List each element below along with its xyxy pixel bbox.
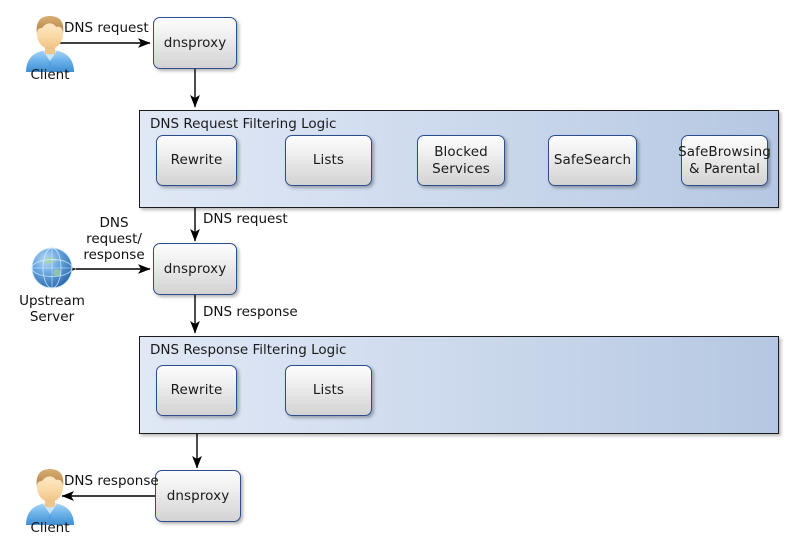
dnsproxy-middle-label: dnsproxy: [163, 260, 227, 277]
dnsproxy-bottom-label: dnsproxy: [166, 487, 230, 504]
request-stage-safebrowsing-parental-label: SafeBrowsing & Parental: [678, 144, 771, 177]
response-stage-rewrite-label: Rewrite: [170, 382, 223, 399]
edge-label-proxy-bottom-to-client: DNS response: [64, 473, 159, 489]
dns-request-filtering-title: DNS Request Filtering Logic: [150, 116, 337, 132]
client-top-avatar-icon: [26, 16, 74, 72]
client-top-label: Client: [30, 67, 70, 83]
dnsproxy-top-label: dnsproxy: [163, 34, 227, 51]
response-stage-lists[interactable]: Lists: [285, 365, 372, 416]
client-bottom-avatar-icon: [26, 469, 74, 525]
request-stage-safesearch[interactable]: SafeSearch: [548, 135, 637, 186]
upstream-globe-icon: [30, 246, 74, 290]
dnsproxy-bottom-node[interactable]: dnsproxy: [155, 470, 241, 522]
edge-label-request-group-to-proxy-middle: DNS request: [203, 211, 288, 227]
request-stage-safesearch-label: SafeSearch: [553, 152, 632, 169]
request-stage-lists-label: Lists: [312, 152, 345, 169]
response-stage-lists-label: Lists: [312, 382, 345, 399]
request-stage-rewrite[interactable]: Rewrite: [156, 135, 237, 186]
client-bottom-label: Client: [30, 520, 70, 536]
request-stage-lists[interactable]: Lists: [285, 135, 372, 186]
dns-response-filtering-group: DNS Response Filtering Logic: [139, 336, 779, 434]
dnsproxy-middle-node[interactable]: dnsproxy: [153, 243, 237, 295]
response-stage-rewrite[interactable]: Rewrite: [156, 365, 237, 416]
dnsproxy-top-node[interactable]: dnsproxy: [153, 17, 237, 69]
edge-label-client-to-proxy-top: DNS request: [64, 20, 149, 36]
dns-response-filtering-title: DNS Response Filtering Logic: [150, 342, 347, 358]
request-stage-safebrowsing-parental[interactable]: SafeBrowsing & Parental: [678, 135, 771, 186]
upstream-server-label: Upstream Server: [19, 293, 85, 325]
request-stage-rewrite-label: Rewrite: [170, 152, 223, 169]
request-stage-blocked-services-label: Blocked Services: [432, 144, 490, 177]
edge-label-proxy-middle-to-response-group: DNS response: [203, 304, 298, 320]
request-stage-blocked-services[interactable]: Blocked Services: [417, 135, 505, 186]
edge-label-upstream-bidirectional: DNS request/ response: [83, 215, 145, 263]
